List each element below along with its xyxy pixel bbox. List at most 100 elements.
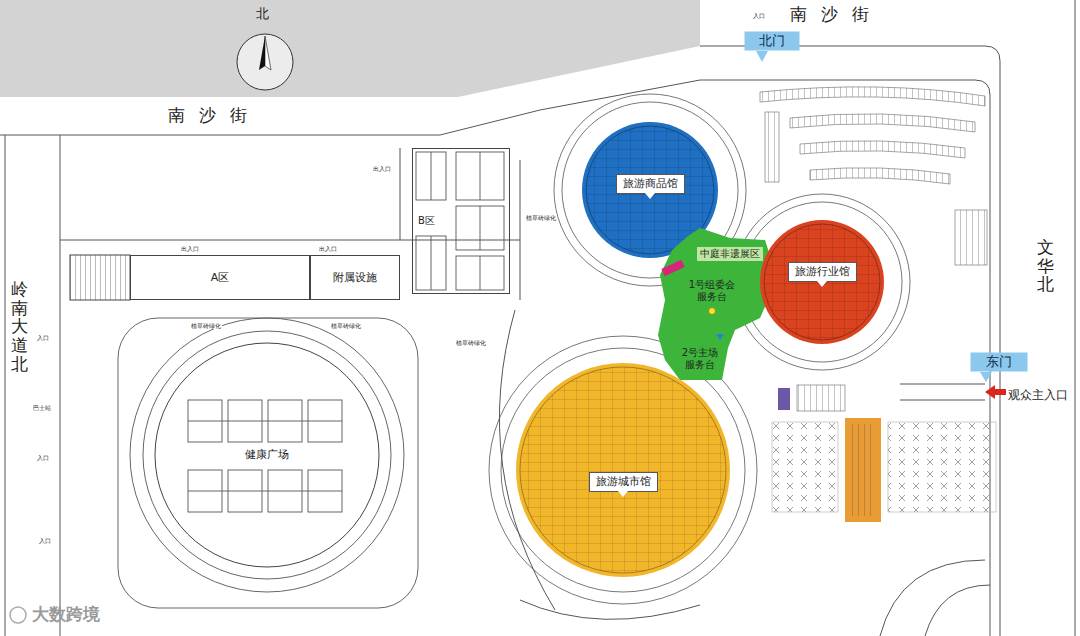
hall-name: 旅游城市馆 [589,472,658,491]
text-holder: 旅游城市馆 [516,375,730,589]
tiny-label: 出入口 [318,245,338,252]
label-holder: 南沙街 [168,105,261,125]
area-name: B区 [418,215,435,227]
gate-tag: 北门 [744,31,800,51]
compass-letter: 北 [256,6,269,22]
area-name: 健康广场 [242,447,292,462]
box-fill [745,32,800,51]
hall-circle [516,363,730,577]
hatched-block [70,255,130,300]
exhibition-hall: 旅游城市馆 [516,363,730,577]
label-holder: 岭南大道北 [11,280,28,373]
service-desk: 2号主场 服务台 [678,347,722,371]
desk-marker [716,334,724,340]
stage-seats [852,424,874,516]
box-fill [311,256,400,300]
parking-lot [772,422,838,512]
desk-marker [709,308,716,315]
text-holder: A区 [130,255,310,300]
service-desk: 1号组委会 服务台 [686,279,738,303]
tiny-label: 入口 [38,537,52,544]
purple-block [778,388,790,410]
label-holder: 植草砖绿化 [455,330,487,349]
tiny-label: 入口 [752,12,766,19]
label-holder: 文华北 [1037,238,1054,294]
venue-outline [489,94,910,604]
tiny-label: 入口 [36,454,50,461]
text-holder: 中庭非遗展区 [697,242,763,261]
hall-fill [516,363,730,577]
facility-area: 附属设施 [310,255,400,300]
area-name: A区 [211,271,230,284]
label-holder: 植草砖绿化 [525,205,557,224]
tiny-label: 入口 [36,334,50,341]
label-holder: 入口 [36,445,50,464]
compass [237,34,293,90]
tiny-label: 植草砖绿化 [330,322,362,329]
courts [416,152,504,290]
tiny-label: 植草砖绿化 [455,339,487,346]
label-holder: 出入口 [180,236,200,255]
label-holder: 2号主场 服务台 [678,347,722,371]
box-fill [971,353,1028,372]
label-holder: 大数跨境 [32,604,100,624]
label-holder: 植草砖绿化 [190,313,222,332]
hall-fill [760,220,884,344]
tiny-label: 植草砖绿化 [190,322,222,329]
tiny-label: 出入口 [180,245,200,252]
box-fill [131,256,310,300]
label-holder: 1号组委会 服务台 [686,279,738,303]
building-block [0,0,700,97]
tiny-label: 植草砖绿化 [525,214,557,221]
watermark: 大数跨境 [32,604,100,624]
text-holder: B区 [412,148,510,294]
street-name: 南沙街 [790,4,883,24]
hall-name: 旅游行业馆 [788,262,857,281]
zone-area: A区 [130,255,310,300]
label-holder: 观众主入口 [1008,384,1068,403]
label-holder: 出入口 [318,236,338,255]
area-name: 中庭非遗展区 [697,247,763,261]
label-holder: 巴士站 [32,395,52,414]
street-name: 南沙街 [168,105,261,125]
label-holder: 南沙街 [790,4,883,24]
tiny-label: 巴士站 [32,404,52,411]
booth-grid [520,367,726,573]
hall-fill [155,343,379,567]
text-holder: 北门 [744,31,800,51]
label-holder: 出入口 [372,156,392,175]
health-plaza [118,318,418,608]
text-holder: 健康广场 [155,343,379,567]
box-fill [413,149,510,294]
area-name: 东门 [986,354,1012,370]
atrium-fill [658,228,772,380]
text-holder: 东门 [970,352,1028,372]
street-name: 文华北 [1037,238,1054,294]
parking-lot [888,422,996,512]
label-holder: 植草砖绿化 [330,313,362,332]
magenta-bar [661,260,684,277]
entrance-label: 观众主入口 [1008,388,1068,402]
label-holder: 入口 [38,528,52,547]
booth-grid [764,224,880,340]
label-holder: 入口 [752,3,766,22]
stage-strip [845,418,881,522]
plaza-area: 健康广场 [155,343,379,567]
text-holder: 旅游行业馆 [760,210,884,334]
gate-pointer [756,51,768,62]
area-name: 附属设施 [333,271,377,284]
exhibition-hall: 旅游行业馆 [760,220,884,344]
entrance-arrow [985,385,1006,399]
watermark-icon [10,607,26,623]
street-name: 岭南大道北 [11,280,28,373]
label-holder: 入口 [36,325,50,344]
tiny-label: 出入口 [372,165,392,172]
label-holder: 北 [256,3,269,22]
zone-area: B区 [412,148,510,294]
area-name: 北门 [759,33,785,49]
gate-pointer [980,372,992,382]
